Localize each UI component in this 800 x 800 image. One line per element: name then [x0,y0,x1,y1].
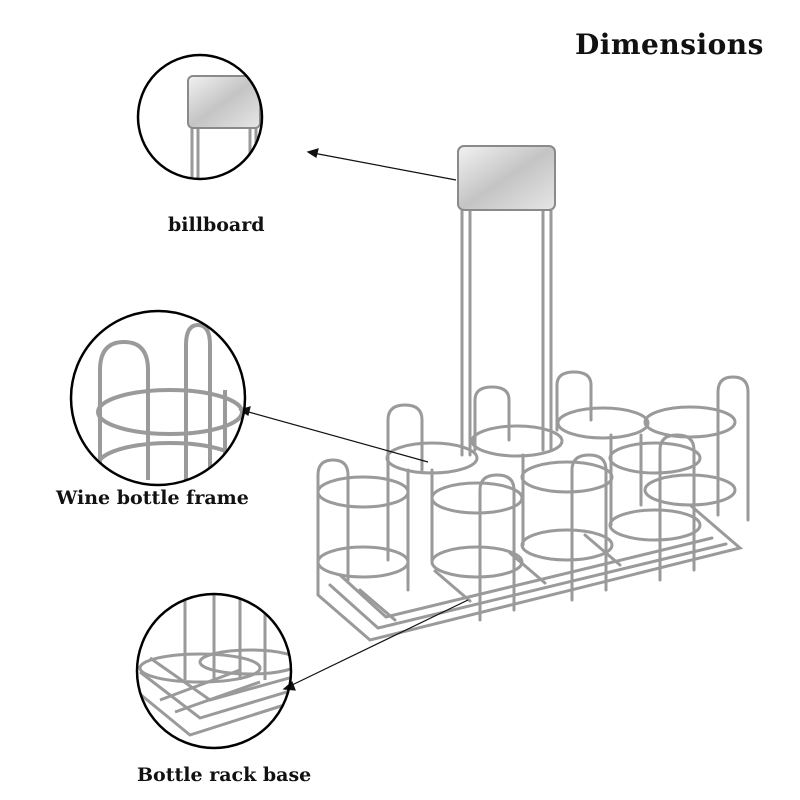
callout-label-wine-bottle-frame: Wine bottle frame [56,487,249,509]
callout-label-billboard: billboard [168,214,265,236]
billboard-zoom-icon [136,53,264,181]
pointer-billboard [312,152,457,181]
arrowhead-billboard-icon [306,148,319,158]
pointer-base [289,599,469,687]
pointer-frame [244,410,429,463]
page-title: Dimensions [575,28,764,61]
wine-rack-icon [316,145,750,642]
callout-label-bottle-rack-base: Bottle rack base [137,764,312,786]
rack-base-zoom-icon [135,592,293,750]
callout-pointers [238,148,469,691]
bottle-frame-zoom-icon [69,309,247,487]
